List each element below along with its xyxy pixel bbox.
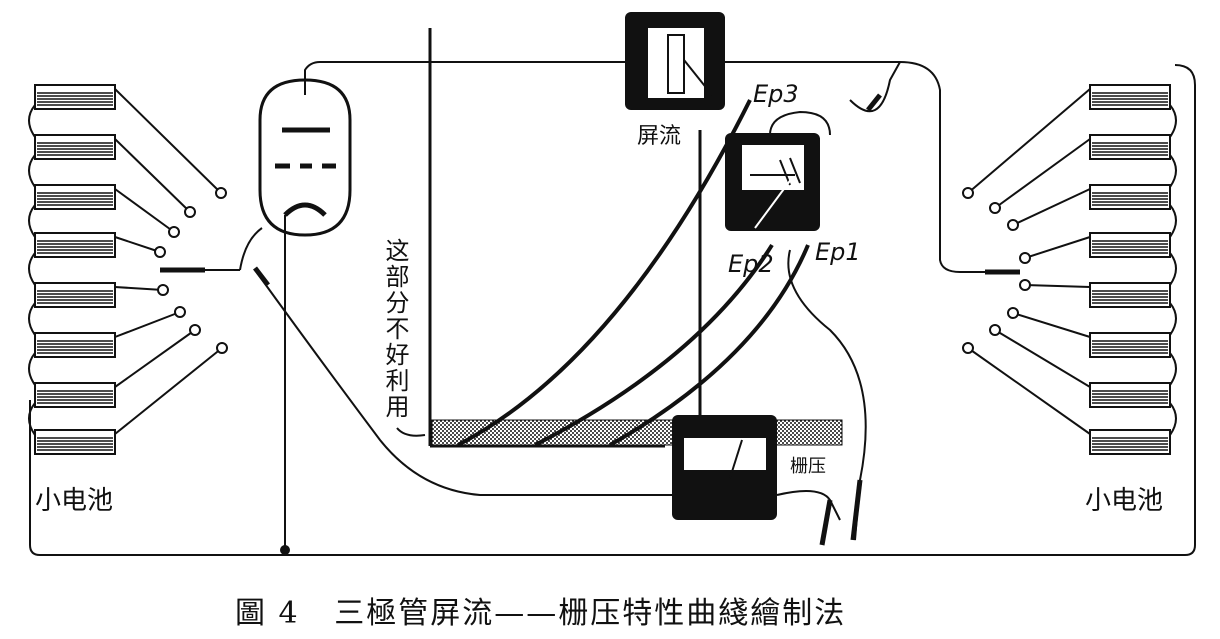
switch-contact[interactable] [189, 324, 201, 336]
battery-lead [994, 138, 1091, 209]
battery-link [28, 252, 36, 286]
battery-link [1169, 154, 1177, 188]
switch-contact[interactable] [154, 246, 166, 258]
battery-lead [967, 88, 1091, 194]
battery-link [1169, 104, 1177, 138]
battery-lead [114, 88, 222, 194]
battery-link [1169, 302, 1177, 336]
battery-lead [994, 329, 1091, 388]
switch-contact[interactable] [157, 284, 169, 296]
switch-contact[interactable] [174, 306, 186, 318]
battery-lead [114, 311, 181, 338]
figure-title: 三極管屏流——栅压特性曲綫繪制法 [334, 596, 847, 631]
battery-lead [114, 347, 223, 435]
switch-contact[interactable] [989, 202, 1001, 214]
triode-tube [258, 78, 352, 237]
battery-lead [114, 138, 191, 213]
battery-left-label: 小电池 [35, 486, 114, 516]
curve-ep3 [457, 99, 752, 447]
battery-link [28, 402, 36, 436]
battery-lead [1012, 188, 1091, 226]
battery-link [1169, 352, 1177, 386]
battery-link [28, 204, 36, 238]
figure-number: 圖 4 [235, 596, 300, 631]
switch-contact[interactable] [215, 187, 227, 199]
battery-link [1169, 402, 1177, 436]
switch-contact[interactable] [168, 226, 180, 238]
switch-contact[interactable] [1007, 307, 1019, 319]
switch-contact[interactable] [1019, 279, 1031, 291]
battery-link [28, 104, 36, 138]
top-wire [304, 61, 1020, 273]
switch-contact[interactable] [184, 206, 196, 218]
battery-lead [114, 286, 164, 291]
outer-wire [29, 64, 1196, 556]
grid-wire [239, 227, 263, 271]
switch-contact[interactable] [1007, 219, 1019, 231]
cathode [283, 202, 327, 217]
grid-to-meter-wire [254, 269, 672, 496]
battery-link [28, 352, 36, 386]
curve-ep2 [534, 243, 774, 447]
grid-voltage-label: 栅压 [790, 456, 826, 477]
grid-voltage-meter [672, 415, 777, 520]
plate-current-meter [625, 12, 725, 110]
battery-lead [114, 188, 175, 233]
battery-lead [1024, 284, 1091, 288]
figure-caption: 圖 4 三極管屏流——栅压特性曲綫繪制法 [235, 588, 846, 632]
switch-contact[interactable] [989, 324, 1001, 336]
plate-current-label: 屏流 [637, 124, 682, 149]
unusable-region-label: 这部分不好利用 [381, 238, 409, 420]
battery-lead [1024, 236, 1091, 259]
battery-lead [114, 236, 161, 253]
battery-link [28, 154, 36, 188]
battery-link [1169, 252, 1177, 286]
battery-link [28, 302, 36, 336]
battery-link [1169, 204, 1177, 238]
battery-lead [114, 329, 196, 388]
plate-voltage-meter [725, 133, 820, 231]
ep1-label: Ep1 [815, 238, 861, 266]
switch-contact[interactable] [1019, 252, 1031, 264]
switch-contact[interactable] [962, 342, 974, 354]
ep3-label: Ep3 [753, 80, 799, 108]
curve-ep1 [609, 244, 810, 447]
switch-contact[interactable] [216, 342, 228, 354]
switch-contact[interactable] [962, 187, 974, 199]
battery-right-label: 小电池 [1085, 486, 1164, 516]
battery-lead [1012, 312, 1091, 338]
ep2-label: Ep2 [728, 250, 774, 278]
battery-lead [967, 347, 1091, 435]
